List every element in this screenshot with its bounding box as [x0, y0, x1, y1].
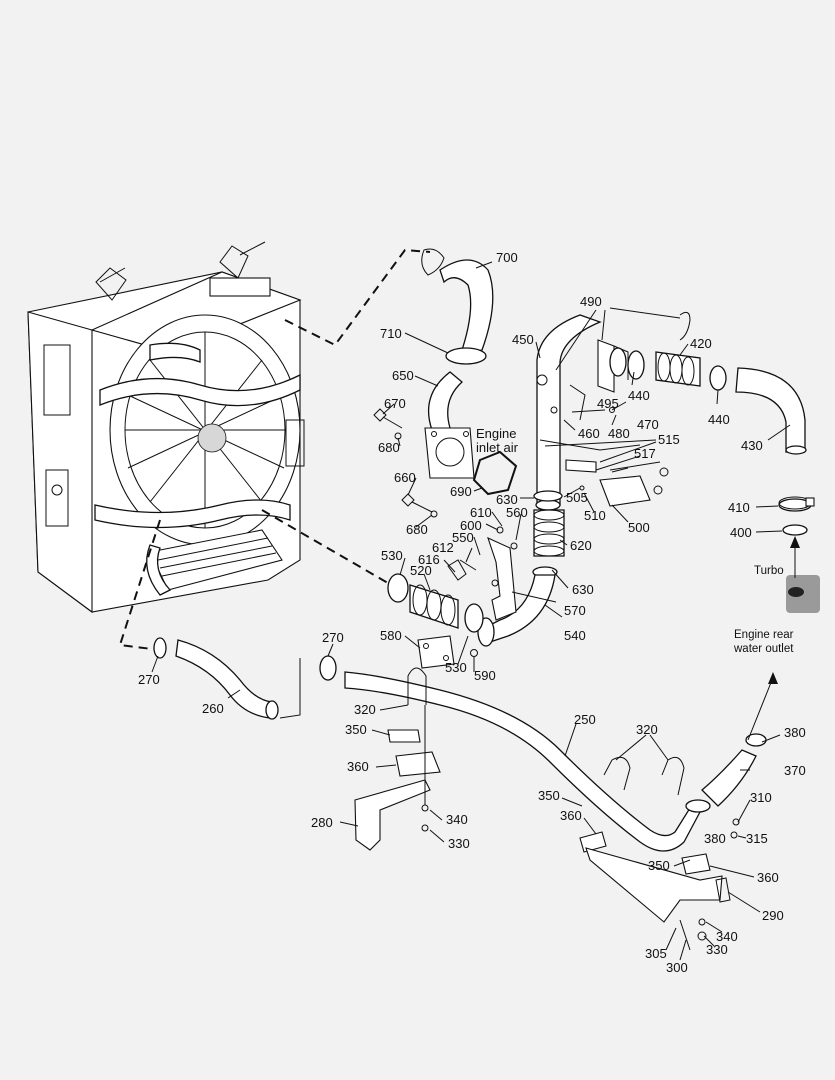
- callout-250: 250: [574, 712, 596, 727]
- callout-610: 610: [470, 505, 492, 520]
- callout-360b: 360: [560, 808, 582, 823]
- callout-340b: 340: [716, 929, 738, 944]
- callout-330a: 330: [448, 836, 470, 851]
- plate-580: [417, 635, 455, 669]
- note-engine-rear: Engine rear: [734, 629, 794, 641]
- callout-570: 570: [564, 603, 586, 618]
- callout-450: 450: [512, 332, 534, 347]
- callout-616: 616: [418, 552, 440, 567]
- callout-labels: Engine inlet air Turbo Engine rear water…: [138, 250, 806, 975]
- lower-bracket-290: [579, 818, 740, 951]
- callout-270a: 270: [322, 630, 344, 645]
- callout-260: 260: [202, 701, 224, 716]
- callout-470: 470: [637, 417, 659, 432]
- callout-520: 520: [410, 563, 432, 578]
- callout-612: 612: [432, 540, 454, 555]
- callout-380a: 380: [784, 725, 806, 740]
- turbo-outlet: [786, 536, 820, 613]
- callout-320b: 320: [636, 722, 658, 737]
- callout-515: 515: [658, 432, 680, 447]
- callout-700: 700: [496, 250, 518, 265]
- hose-260: [153, 637, 279, 720]
- callout-660: 660: [394, 470, 416, 485]
- gasket-690: [472, 450, 518, 496]
- callout-380b: 380: [704, 831, 726, 846]
- callout-680a: 680: [378, 440, 400, 455]
- callout-560: 560: [506, 505, 528, 520]
- callout-300: 300: [666, 960, 688, 975]
- hose-620: [533, 490, 565, 557]
- lower-bracket-280: [354, 705, 441, 851]
- alignment-lines: [118, 248, 431, 651]
- callout-630a: 630: [496, 492, 518, 507]
- u-bolts-320: [407, 667, 685, 796]
- note-water-outlet: water outlet: [733, 643, 794, 655]
- callout-495: 495: [597, 396, 619, 411]
- callout-330b: 330: [706, 942, 728, 957]
- callout-290: 290: [762, 908, 784, 923]
- leader-lines: [151, 261, 791, 961]
- callout-580: 580: [380, 628, 402, 643]
- brackets-500-515: [539, 407, 669, 507]
- callout-590: 590: [474, 668, 496, 683]
- callout-320a: 320: [354, 702, 376, 717]
- note-engine-inlet-air-2: inlet air: [476, 440, 519, 455]
- callout-270b: 270: [138, 672, 160, 687]
- callout-490: 490: [580, 294, 602, 309]
- callout-350a: 350: [345, 722, 367, 737]
- callout-315: 315: [746, 831, 768, 846]
- callout-480: 480: [608, 426, 630, 441]
- callout-400: 400: [730, 525, 752, 540]
- callout-360c: 360: [757, 870, 779, 885]
- callout-620: 620: [570, 538, 592, 553]
- callout-505: 505: [566, 490, 588, 505]
- callout-500: 500: [628, 520, 650, 535]
- callout-440a: 440: [628, 388, 650, 403]
- callout-350b: 350: [538, 788, 560, 803]
- vertical-tube-450: [535, 314, 602, 511]
- callout-690: 690: [450, 484, 472, 499]
- callout-710: 710: [380, 326, 402, 341]
- callout-460: 460: [578, 426, 600, 441]
- clamp-410-ring-400: [778, 496, 815, 536]
- callout-410: 410: [728, 500, 750, 515]
- callout-310: 310: [750, 790, 772, 805]
- elbow-540: [477, 566, 558, 647]
- callout-540: 540: [564, 628, 586, 643]
- callout-430: 430: [741, 438, 763, 453]
- callout-280: 280: [311, 815, 333, 830]
- bolts-670-680-660: [373, 408, 438, 518]
- callout-360a: 360: [347, 759, 369, 774]
- callout-530b: 530: [445, 660, 467, 675]
- callout-370: 370: [784, 763, 806, 778]
- charge-air-tube-430: [609, 347, 807, 455]
- callout-670: 670: [384, 396, 406, 411]
- callout-340a: 340: [446, 812, 468, 827]
- intake-hose-700: [421, 248, 494, 365]
- callout-305: 305: [645, 946, 667, 961]
- callout-510: 510: [584, 508, 606, 523]
- callout-530a: 530: [381, 548, 403, 563]
- callout-630b: 630: [572, 582, 594, 597]
- note-engine-inlet-air: Engine: [476, 426, 516, 441]
- elbow-650: [424, 371, 475, 479]
- callout-650: 650: [392, 368, 414, 383]
- hose-520-clamps-530: [387, 573, 484, 633]
- note-turbo: Turbo: [754, 565, 784, 577]
- radiator-assembly: [27, 241, 305, 614]
- callout-680b: 680: [406, 522, 428, 537]
- callout-420: 420: [690, 336, 712, 351]
- callout-350c: 350: [648, 858, 670, 873]
- callout-517: 517: [634, 446, 656, 461]
- callout-550: 550: [452, 530, 474, 545]
- long-pipe-250: [279, 655, 701, 852]
- callout-440b: 440: [708, 412, 730, 427]
- callout-600: 600: [460, 518, 482, 533]
